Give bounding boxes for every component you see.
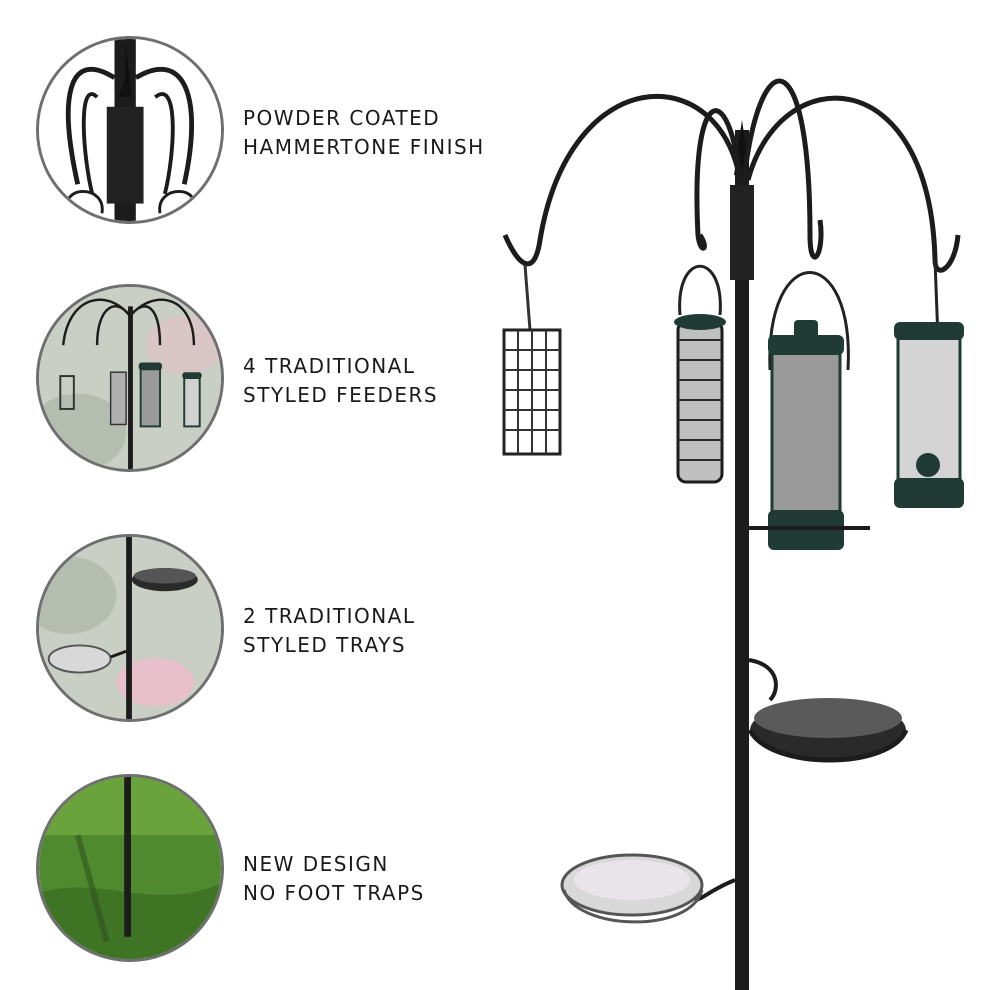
feeders-label-line2: STYLED FEEDERS <box>243 383 439 407</box>
trays-label-line1: 2 TRADITIONAL <box>243 604 416 628</box>
bird-feeding-station-image <box>480 40 980 990</box>
feeders-closeup-image <box>36 284 224 472</box>
foot-traps-label: NEW DESIGN NO FOOT TRAPS <box>243 850 425 908</box>
foot-traps-label-line1: NEW DESIGN <box>243 852 389 876</box>
foot-traps-label-line2: NO FOOT TRAPS <box>243 881 425 905</box>
finish-closeup-image <box>36 36 224 224</box>
feature-foot-traps: NEW DESIGN NO FOOT TRAPS <box>0 774 520 974</box>
suet-cage-feeder <box>502 328 562 456</box>
trays-label-line2: STYLED TRAYS <box>243 633 407 657</box>
finish-label-line1: POWDER COATED <box>243 106 441 130</box>
feature-feeders: 4 TRADITIONAL STYLED FEEDERS <box>0 284 520 484</box>
grass-closeup-image <box>36 774 224 962</box>
finish-label: POWDER COATED HAMMERTONE FINISH <box>243 104 485 162</box>
feeders-label: 4 TRADITIONAL STYLED FEEDERS <box>243 352 438 410</box>
trays-closeup-image <box>36 534 224 722</box>
finish-label-line2: HAMMERTONE FINISH <box>243 135 485 159</box>
feature-trays: 2 TRADITIONAL STYLED TRAYS <box>0 534 520 734</box>
feature-finish: POWDER COATED HAMMERTONE FINISH <box>0 36 520 236</box>
trays-label: 2 TRADITIONAL STYLED TRAYS <box>243 602 416 660</box>
feeders-label-line1: 4 TRADITIONAL <box>243 354 416 378</box>
